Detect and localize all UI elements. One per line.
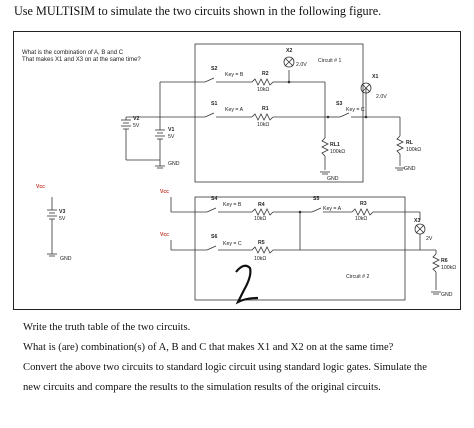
switch-s3-key: Key = C [346,107,365,113]
switch-s2-label: S2 [211,66,217,72]
source-v1-label: V1 [168,127,174,133]
circuit1-label: Circuit # 1 [318,58,341,64]
source-v2-label: V2 [133,116,139,122]
resistor-r2-label: R2 [262,71,269,77]
switch-s4-key: Key = B [223,202,242,208]
relay-rl-value: 100kΩ [406,147,421,153]
relay-rl-label: RL [406,140,414,146]
circuit2-label: Circuit # 2 [346,274,369,280]
gnd-label-v3: GND [60,256,72,262]
vcc-label-s4: Vcc [160,189,169,195]
switch-s5-label: S5 [313,196,319,202]
resistor-r5-label: R5 [258,240,265,246]
source-v1-value: 5V [168,134,175,140]
switch-s6-key: Key = C [223,241,242,247]
relay-rl1-value: 100kΩ [330,149,345,155]
gnd-label-rl: GND [404,166,416,172]
lamp-x1-label: X1 [372,74,378,80]
gnd-label-c1: GND [168,161,180,167]
figure-question-line1: What is the combination of A, B and C [22,50,124,56]
lamp-x1-voltage: 2.0V [376,94,387,100]
resistor-r3-label: R3 [360,201,367,207]
vcc-label-s6: Vcc [160,232,169,238]
lamp-x2-label: X2 [286,48,292,54]
switch-s1-label: S1 [211,101,217,107]
vcc-label-v3: Vcc [36,184,45,190]
switch-s5-key: Key = A [323,206,342,212]
source-v2-value: 5V [133,123,140,129]
source-v3-value: 5V [59,216,66,222]
handwritten-mark [235,264,259,305]
switch-s1-key: Key = A [225,107,244,113]
switch-s3-label: S3 [336,101,342,107]
resistor-r1-label: R1 [262,106,269,112]
circuit-figure-frame [13,31,461,310]
resistor-r5-value: 10kΩ [254,256,266,262]
assignment-heading: Use MULTISIM to simulate the two circuit… [14,4,382,18]
question-1: Write the truth table of the two circuit… [23,322,191,333]
source-v3-label: V3 [59,209,65,215]
switch-s6-label: S6 [211,234,217,240]
question-3-line2: new circuits and compare the results to … [23,382,381,393]
circuit1-box [194,43,364,183]
question-2: What is (are) combination(s) of A, B and… [23,342,394,353]
figure-question-line2: That makes X1 and X3 on at the same time… [22,57,141,63]
circuit2-box [194,196,406,301]
lamp-x2-voltage: 2.0V [296,62,307,68]
relay-rl1-label: RL1 [330,142,340,148]
resistor-r4-label: R4 [258,202,265,208]
resistor-r4-value: 10kΩ [254,216,266,222]
relay-r6-label: R6 [441,258,448,264]
resistor-r2-value: 10kΩ [257,87,269,93]
question-3-line1: Convert the above two circuits to standa… [23,362,427,373]
gnd-label-rl1: GND [327,176,339,182]
switch-s2-key: Key = B [225,72,244,78]
switch-s4-label: S4 [211,196,217,202]
lamp-x3-voltage: 2V [426,236,433,242]
resistor-r1-value: 10kΩ [257,122,269,128]
relay-r6-value: 100kΩ [441,265,456,271]
gnd-label-r6: GND [441,292,453,298]
lamp-x3-label: X3 [414,218,420,224]
resistor-r3-value: 10kΩ [355,216,367,222]
